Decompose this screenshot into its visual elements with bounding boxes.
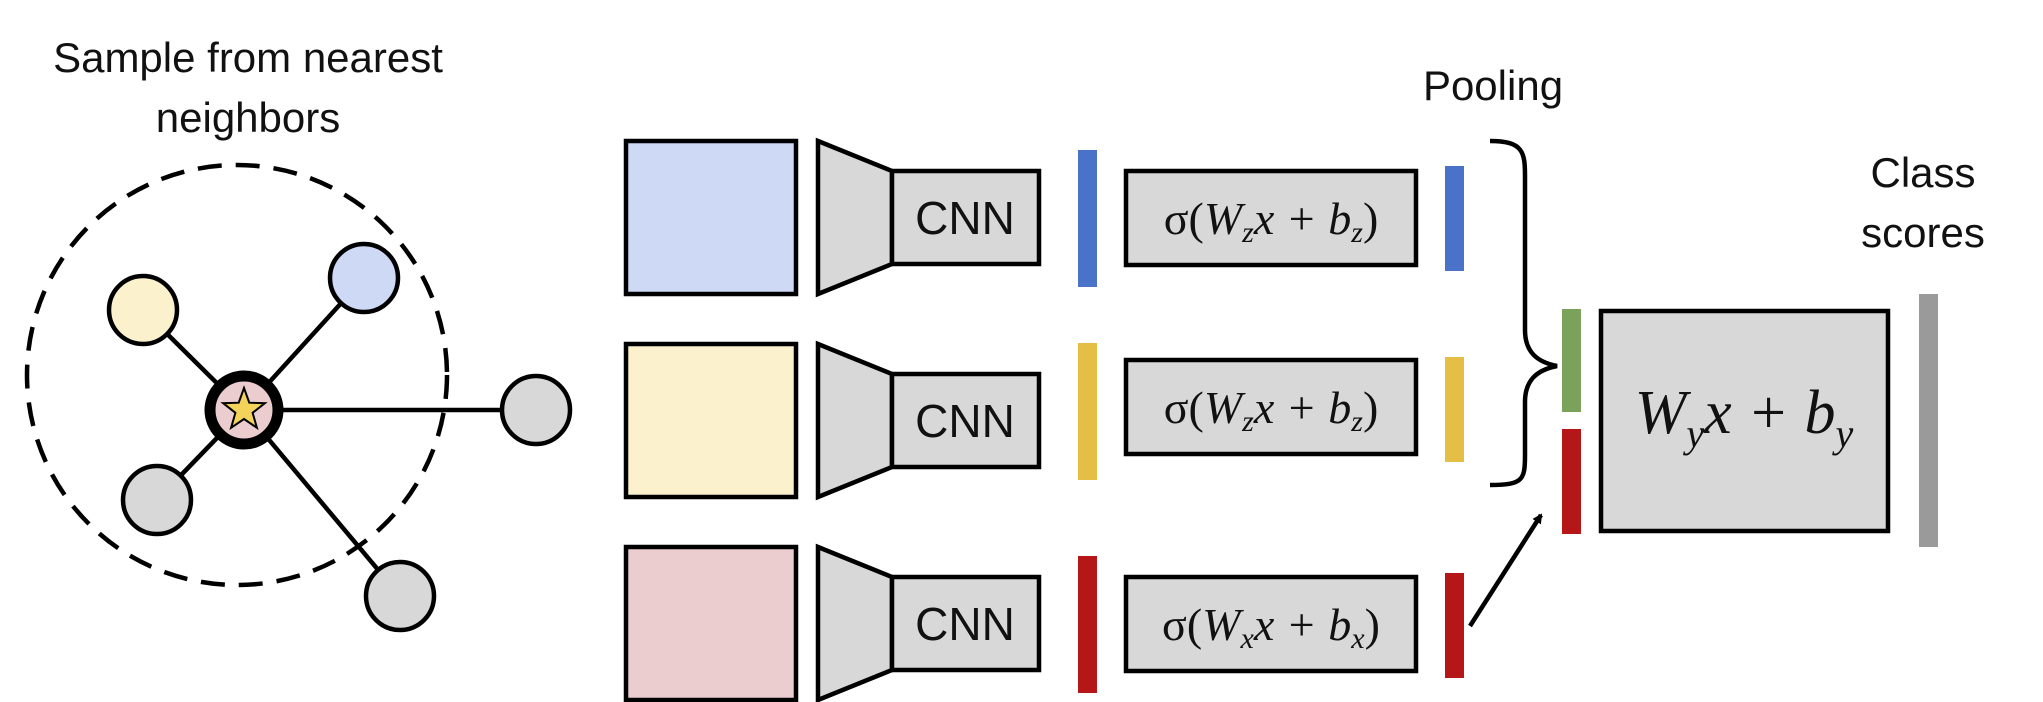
neighborhood-radius-circle xyxy=(24,162,450,588)
sample-label-line2: neighbors xyxy=(156,94,340,141)
pipeline-row-2: CNN σ(Wzx + bz) xyxy=(623,340,1464,501)
neighbor-node-lower-left xyxy=(120,463,194,537)
input-image-blue xyxy=(623,138,799,297)
cnn-label: CNN xyxy=(915,395,1015,447)
pooling-label: Pooling xyxy=(1423,62,1563,109)
transform-box xyxy=(1123,357,1419,457)
pipeline-row-1: CNN σ(Wzx + bz) xyxy=(623,137,1464,298)
neighbor-node-far xyxy=(499,373,573,447)
query-arrow xyxy=(1468,513,1543,628)
input-image-yellow xyxy=(623,341,799,500)
edge-lower-right-neighbor xyxy=(242,408,402,598)
transform-formula: σ(Wxx + bx) xyxy=(1162,599,1380,655)
cnn-feature-bar xyxy=(1078,150,1097,287)
transformed-feature-bar xyxy=(1445,166,1464,271)
query-feature-bar xyxy=(1562,429,1581,534)
pooling-brace xyxy=(1489,138,1558,488)
neighbor-node-yellow xyxy=(106,273,180,347)
cnn-feature-bar xyxy=(1078,343,1097,480)
transform-formula: σ(Wzx + bz) xyxy=(1164,382,1379,438)
cnn-encoder-taper xyxy=(815,543,895,702)
input-image-red xyxy=(623,544,799,702)
cnn-encoder-taper xyxy=(815,340,895,501)
transformed-feature-bar xyxy=(1445,357,1464,462)
cnn-feature-bar xyxy=(1078,556,1097,693)
cnn-label: CNN xyxy=(915,598,1015,650)
pipeline-row-3: CNN σ(Wxx + bx) xyxy=(623,543,1464,702)
neighbor-node-lower-right xyxy=(363,559,437,633)
transform-box xyxy=(1123,574,1419,674)
star-icon xyxy=(220,385,268,431)
cnn-block xyxy=(889,168,1042,267)
cnn-encoder-taper xyxy=(815,137,895,298)
cnn-label: CNN xyxy=(915,192,1015,244)
classifier-box xyxy=(1598,308,1891,534)
class-scores-label-line1: Class xyxy=(1870,149,1975,196)
class-scores-label-line2: scores xyxy=(1861,209,1985,256)
transform-box xyxy=(1123,168,1419,268)
cnn-block xyxy=(889,371,1042,470)
classifier-formula: Wyx + by xyxy=(1635,379,1854,456)
pooling-and-classifier: Pooling Wyx + by Class scores xyxy=(1423,62,1985,628)
transform-formula: σ(Wzx + bz) xyxy=(1164,193,1379,249)
pooled-feature-bar xyxy=(1562,309,1581,412)
cnn-block xyxy=(889,574,1042,673)
neighbor-graph: Sample from nearest neighbors xyxy=(24,34,573,633)
class-scores-bar xyxy=(1919,294,1938,547)
sample-label-line1: Sample from nearest xyxy=(53,34,443,81)
neighbor-node-blue xyxy=(327,241,401,315)
transformed-feature-bar xyxy=(1445,573,1464,678)
